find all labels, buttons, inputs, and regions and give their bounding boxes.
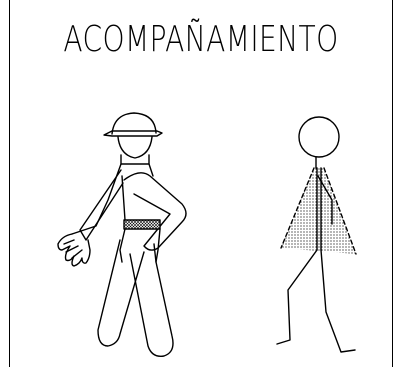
- walking-person-icon: [276, 116, 357, 353]
- frame-left-border: [9, 0, 10, 367]
- helmet-icon: [111, 112, 157, 135]
- frame-right-border: [392, 0, 393, 367]
- diagram-title: ACOMPAÑAMIENTO: [63, 19, 339, 60]
- worker-with-helmet-icon: [57, 112, 187, 357]
- person-head-icon: [298, 116, 340, 158]
